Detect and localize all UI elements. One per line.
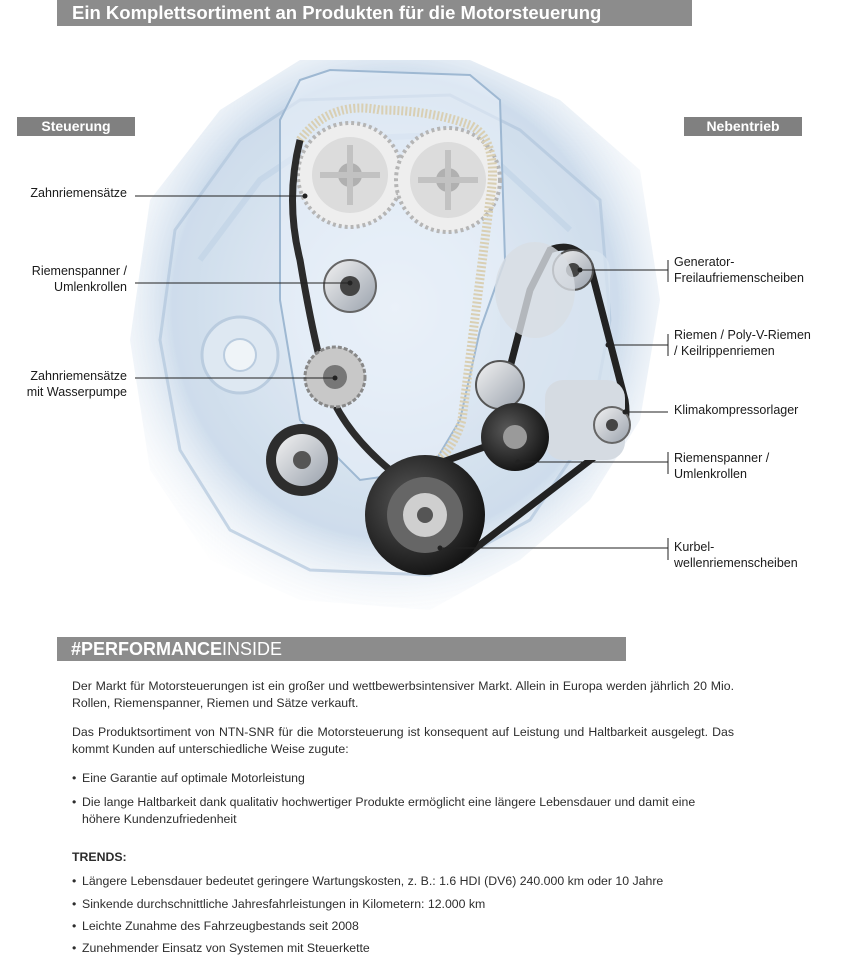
label-zahnriemensaetze: Zahnriemensätze — [30, 186, 127, 200]
paragraph-range: Das Produktsortiment von NTN-SNR für die… — [72, 725, 734, 756]
timing-belt — [296, 103, 497, 475]
benefit-item: Eine Garantie auf optimale Motorleistung — [72, 770, 734, 787]
benefit-item: Die lange Haltbarkeit dank qualitativ ho… — [72, 794, 722, 828]
camshaft-sprocket-right — [394, 126, 502, 234]
crankshaft-pulley — [365, 455, 485, 575]
engine-illustration — [130, 60, 669, 610]
tensioner-roller-left — [323, 259, 377, 313]
label-riemenspanner-left: Riemenspanner / Umlenkrollen — [31, 264, 127, 294]
camshaft-sprocket-left — [296, 121, 404, 229]
trends-heading: TRENDS: — [72, 850, 127, 864]
trend-item: Leichte Zunahme des Fahrzeugbestands sei… — [72, 918, 734, 935]
page-title: Ein Komplettsortiment an Produkten für d… — [57, 0, 692, 26]
label-zahnriemensaetze-wasserpumpe: Zahnriemensätze mit Wasserpumpe — [26, 369, 127, 399]
paragraph-market: Der Markt für Motorsteuerungen ist ein g… — [72, 679, 734, 710]
trend-item: Längere Lebensdauer bedeutet geringere W… — [72, 873, 734, 890]
label-generator: Generator- Freilaufriemenscheiben — [674, 255, 804, 285]
idler-roller — [266, 424, 338, 496]
performance-heading: #PERFORMANCEINSIDE — [57, 637, 626, 661]
ac-compressor — [545, 380, 631, 460]
section-tag-nebentrieb: Nebentrieb — [684, 117, 802, 136]
label-klimakompressor: Klimakompressorlager — [674, 403, 799, 417]
timing-belt-dark — [289, 139, 393, 473]
section-tag-steuerung: Steuerung — [17, 117, 135, 136]
label-kurbelwelle: Kurbel- wellenriemenscheiben — [674, 540, 798, 570]
trend-item: Sinkende durchschnittliche Jahresfahrlei… — [72, 896, 734, 913]
trend-item: Zunehmender Einsatz von Systemen mit Ste… — [72, 940, 734, 957]
label-riemen: Riemen / Poly-V-Riemen / Keilrippenrieme… — [674, 328, 811, 358]
accessory-tensioner — [475, 360, 549, 471]
leader-lines — [135, 195, 669, 560]
label-riemenspanner-right: Riemenspanner / Umlenkrollen — [674, 451, 770, 481]
